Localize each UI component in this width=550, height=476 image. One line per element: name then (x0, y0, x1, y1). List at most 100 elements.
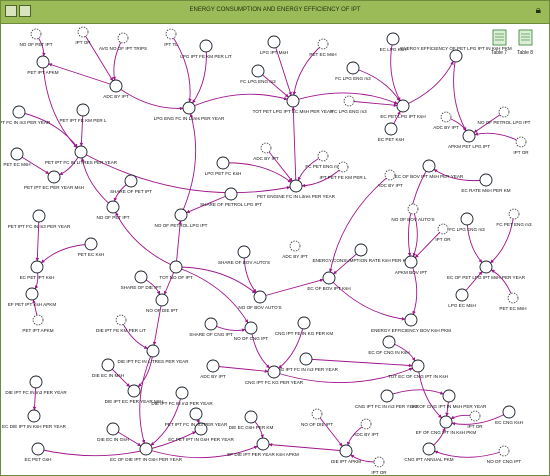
link-arrow[interactable] (120, 319, 148, 349)
node-fc-lpg-eng-m3[interactable]: FC LPG ENG m3 (240, 64, 276, 84)
link-arrow[interactable] (453, 55, 467, 132)
node-cng-ipt-fc-kg-per-year[interactable]: CNG IPT FC KG PER YEAR (245, 365, 304, 385)
node-ef-of-cng-ipt-in-ksh-pkm[interactable]: EF OF CNG IPT IN KsH PKM (416, 415, 477, 435)
node-no-of-pet-ipt[interactable]: NO OF PET IPT (19, 28, 53, 47)
ghost-variable-icon[interactable] (117, 32, 129, 44)
auxiliary-variable-icon[interactable] (10, 147, 24, 161)
auxiliary-variable-icon[interactable] (106, 422, 120, 436)
node-apkm-pet-lpg-ipt[interactable]: APKM PET LPG IPT (448, 129, 490, 149)
ghost-variable-icon[interactable] (384, 169, 396, 181)
node-pet-ec-msh[interactable]: PET EC MsH (3, 147, 31, 167)
restore-icon[interactable] (19, 5, 31, 17)
link-arrow[interactable] (48, 63, 117, 87)
auxiliary-variable-icon[interactable] (422, 159, 436, 173)
node-ipt-tl[interactable]: IPT TL (164, 28, 178, 47)
auxiliary-variable-icon[interactable] (460, 212, 474, 226)
node-no-of-petrol-lpg-ipt[interactable]: NO OF PETROL LPG IPT (478, 106, 531, 125)
node-pet-engine-fc-in-litres-per-year[interactable]: PET ENGINE FC IN Litres PER YEAR (257, 179, 336, 199)
auxiliary-variable-icon[interactable] (182, 101, 196, 115)
node-adc-by-ipt[interactable]: ADC BY IPT (353, 418, 379, 437)
node-share-of-bov-auto-s[interactable]: SHARE OF BOV AUTO'S (218, 245, 270, 265)
ghost-variable-icon[interactable] (469, 410, 481, 422)
node-pet-ipt-apkm[interactable]: PET IPT APKM (27, 55, 59, 75)
node-pet-ec-ksh[interactable]: PET EC KsH (78, 237, 104, 257)
node-no-of-bov-auto-s[interactable]: NO OF BOV AUTO'S (391, 203, 435, 222)
auxiliary-variable-icon[interactable] (204, 317, 218, 331)
auxiliary-variable-icon[interactable] (339, 444, 353, 458)
node-ef-pet-ipt-ksh-apkm[interactable]: EF PET IPT KsH APKM (8, 287, 57, 307)
link-arrow[interactable] (434, 450, 505, 458)
auxiliary-variable-icon[interactable] (29, 375, 43, 389)
auxiliary-variable-icon[interactable] (36, 55, 50, 69)
auxiliary-variable-icon[interactable] (253, 290, 267, 304)
node-tot-no-of-ipt[interactable]: TOT NO OF IPT (159, 260, 193, 280)
node-ef-die-ipt-per-year-ksh-apkm[interactable]: EF DIE IPT PER YEAR KsH APKM (227, 437, 299, 457)
node-lpg-pet-fc-ksh[interactable]: LPG PET FC KsH (205, 156, 242, 176)
node-no-of-bov-auto-s[interactable]: NO OF BOV AUTO'S (238, 290, 282, 310)
link-arrow[interactable] (112, 37, 124, 81)
ghost-variable-icon[interactable] (115, 314, 127, 326)
auxiliary-variable-icon[interactable] (25, 287, 39, 301)
node-cng-ipt-fc-in-m3-per-year[interactable]: CNG IPT FC IN m3 PER YEAR (274, 352, 339, 372)
node-die-ipt-fc-in-m3-per-year[interactable]: DIE IPT FC IN m3 PER YEAR (151, 386, 213, 406)
ghost-variable-icon[interactable] (32, 314, 44, 326)
ghost-variable-icon[interactable] (440, 111, 452, 123)
link-arrow[interactable] (250, 327, 270, 369)
auxiliary-variable-icon[interactable] (109, 79, 123, 93)
auxiliary-variable-icon[interactable] (32, 209, 46, 223)
link-arrow[interactable] (328, 174, 391, 273)
auxiliary-variable-icon[interactable] (124, 174, 138, 188)
node-die-ipt-fc-in-m3-per-year[interactable]: DIE IPT FC IN m3 PER YEAR (5, 375, 67, 395)
auxiliary-variable-icon[interactable] (479, 173, 493, 187)
auxiliary-variable-icon[interactable] (396, 99, 410, 113)
auxiliary-variable-icon[interactable] (297, 316, 311, 330)
ghost-variable-icon[interactable] (317, 150, 329, 162)
auxiliary-variable-icon[interactable] (382, 335, 396, 349)
node-energy-efficiency-of-pet-lpg-ipt-in-ksh-pkm[interactable]: ENERGY EFFICIENCY OF PET LPG IPT IN KsH … (400, 46, 512, 63)
auxiliary-variable-icon[interactable] (194, 422, 208, 436)
node-fc-pet-eng-m3[interactable]: FC PET ENG m3 (305, 150, 341, 169)
auxiliary-variable-icon[interactable] (289, 179, 303, 193)
node-ec-pet-ipt-ksh[interactable]: EC PET IPT KsH (20, 260, 55, 280)
node-no-of-pet-ipt[interactable]: NO OF PET IPT (96, 200, 130, 220)
ghost-variable-icon[interactable] (260, 142, 272, 154)
node-ipt-or[interactable]: IPT OR (435, 223, 451, 242)
auxiliary-variable-icon[interactable] (462, 129, 476, 143)
node-tot-pet-lpg-ipt-ec-msh-per-year[interactable]: TOT PET LPG IPT EC MsH PER YEAR (253, 94, 334, 114)
node-ipt-or[interactable]: IPT OR (513, 136, 529, 155)
auxiliary-variable-icon[interactable] (479, 260, 493, 274)
auxiliary-variable-icon[interactable] (244, 410, 258, 424)
auxiliary-variable-icon[interactable] (189, 407, 203, 421)
auxiliary-variable-icon[interactable] (439, 415, 453, 429)
ghost-variable-icon[interactable] (407, 203, 419, 215)
node-energy-efficiency-bov-ksh-pkm[interactable]: ENERGY EFFICIENCY BOV KsH PKM (371, 313, 451, 333)
link-arrow[interactable] (152, 299, 163, 346)
auxiliary-variable-icon[interactable] (139, 442, 153, 456)
auxiliary-variable-icon[interactable] (169, 260, 183, 274)
link-arrow[interactable] (42, 61, 78, 148)
auxiliary-variable-icon[interactable] (224, 187, 238, 201)
node-adc-by-ipt[interactable]: ADC BY IPT (253, 142, 279, 161)
node-die-ipt-fc-in-litres-per-year[interactable]: DIE IPT FC IN LITRES PER YEAR (117, 344, 189, 364)
auxiliary-variable-icon[interactable] (174, 208, 188, 222)
auxiliary-variable-icon[interactable] (155, 293, 169, 307)
node-die-ipt-ec-per-year-msh[interactable]: DIE IPT EC PER YEAR MsH (105, 384, 164, 404)
node-no-of-die-ipt[interactable]: NO OF DIE IPT (301, 408, 333, 427)
auxiliary-variable-icon[interactable] (411, 359, 425, 373)
link-arrow[interactable] (145, 445, 258, 459)
node-cng-ipt-fc-in-m3-per-year[interactable]: CNG IPT FC IN m3 PER YEAR (355, 389, 420, 409)
ghost-variable-icon[interactable] (337, 161, 349, 173)
node-cng-ipt-annual-pkm[interactable]: CNG IPT ANNUAL PKM (404, 442, 454, 462)
link-arrow[interactable] (305, 358, 413, 368)
node-cng-ipt-fe-in-kg-per-km[interactable]: CNG IPT FE IN KG PER KM (275, 316, 334, 336)
node-pet-ipt-fc-in-m3-per-year[interactable]: PET IPT FC IN m3 PER YEAR (165, 407, 228, 427)
ghost-variable-icon[interactable] (498, 445, 510, 457)
auxiliary-variable-icon[interactable] (455, 288, 469, 302)
node-adc-by-ipt[interactable]: ADC BY IPT (377, 169, 403, 188)
node-share-of-pet-ipt[interactable]: SHARE OF PET IPT (110, 174, 152, 194)
auxiliary-variable-icon[interactable] (404, 313, 418, 327)
auxiliary-variable-icon[interactable] (286, 94, 300, 108)
ghost-variable-icon[interactable] (508, 208, 520, 220)
auxiliary-variable-icon[interactable] (422, 442, 436, 456)
link-arrow[interactable] (115, 85, 184, 111)
